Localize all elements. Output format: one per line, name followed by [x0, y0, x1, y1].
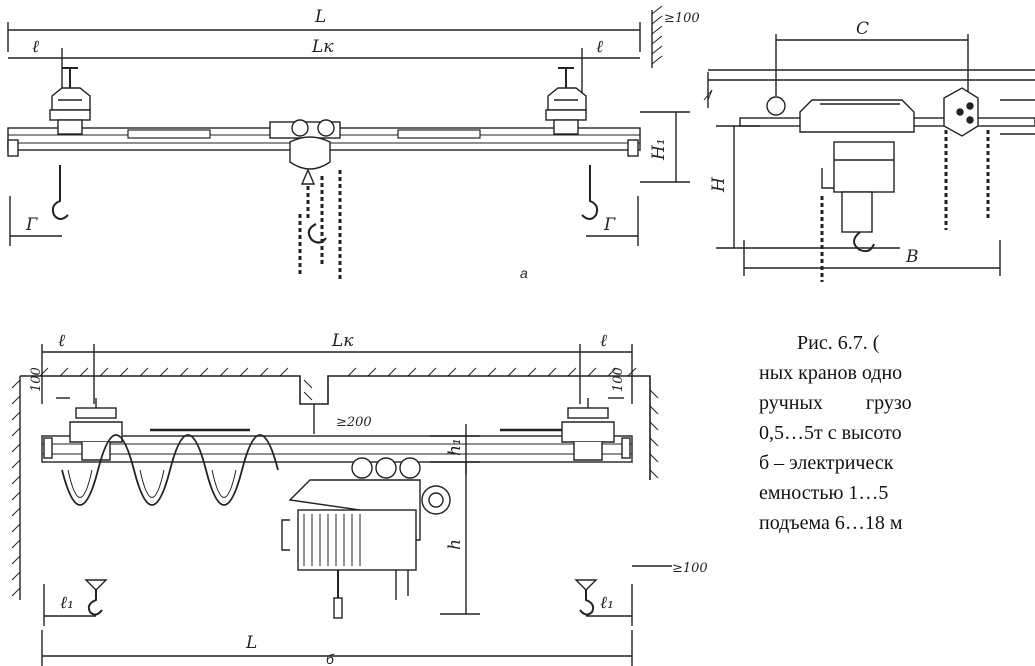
dim-b-top-left-text: 100	[29, 367, 44, 392]
dim-h1-text: H₁	[649, 138, 669, 161]
dim-b-l1-right-text: ℓ₁	[600, 593, 614, 613]
dim-b-l-left-text: ℓ	[58, 331, 65, 351]
dim-c-text: C	[856, 19, 869, 39]
electric-hoist-b	[281, 457, 451, 619]
figure-caption: Рис. 6.7. ( ных кранов одно ручных грузо…	[759, 328, 1035, 538]
hook-right-b	[579, 590, 595, 616]
figure-b: ℓ Lк ℓ 100 100 ≥200	[11, 331, 708, 666]
dim-b-l1-left-text: ℓ₁	[60, 593, 74, 613]
caption-line-5: б – электрическ	[759, 452, 894, 474]
figure-b-label: б	[326, 651, 335, 666]
caption-line-6: емностью 1…5	[759, 482, 889, 504]
clearance-text: ≥100	[664, 11, 700, 26]
end-truck-left-a	[49, 67, 91, 135]
dim-b-h-text: h	[445, 539, 465, 550]
dim-hook-left-text: Г	[25, 215, 38, 235]
dim-b-l-right-text: ℓ	[600, 331, 607, 351]
building-outline	[20, 375, 651, 480]
caption-line-4: 0,5…5т с высото	[759, 422, 902, 444]
caption-line-7: подъема 6…18 м	[759, 512, 903, 534]
dim-lk-text: Lк	[311, 37, 334, 57]
figure-a: L ℓ Lк ℓ ≥100	[7, 5, 700, 281]
figure-a-label: а	[520, 265, 528, 281]
dim-h-text: H	[709, 176, 729, 193]
dim-b-text: B	[905, 247, 919, 267]
dim-b-h1-text: h₁	[445, 438, 465, 456]
caption-line-2: ных кранов одно	[759, 362, 903, 384]
caption-line-3: ручных грузо	[759, 392, 912, 414]
hoist-trolley-a	[269, 119, 342, 280]
dim-b-lk-text: Lк	[331, 331, 354, 351]
dim-l-left-text: ℓ	[32, 37, 39, 57]
end-truck-left-b	[69, 398, 123, 461]
dim-l-text: L	[314, 7, 326, 27]
end-truck-right-a	[545, 67, 587, 135]
hook-left-a	[51, 165, 69, 220]
hook-right-a	[581, 165, 599, 220]
festoon-cable	[61, 434, 279, 506]
dim-b-top-right-text: 100	[611, 367, 626, 392]
dim-side-text: ≥100	[672, 561, 708, 576]
end-truck-right-b	[561, 398, 615, 461]
hook-left-b	[87, 590, 103, 616]
caption-line-1: Рис. 6.7. (	[797, 332, 880, 354]
dim-l-right-text: ℓ	[596, 37, 603, 57]
figure-side-view: C H B	[703, 19, 1035, 282]
dim-gap-text: ≥200	[336, 415, 372, 430]
dim-hook-right-text: Г	[603, 215, 616, 235]
dim-b-l-text: L	[245, 633, 257, 653]
